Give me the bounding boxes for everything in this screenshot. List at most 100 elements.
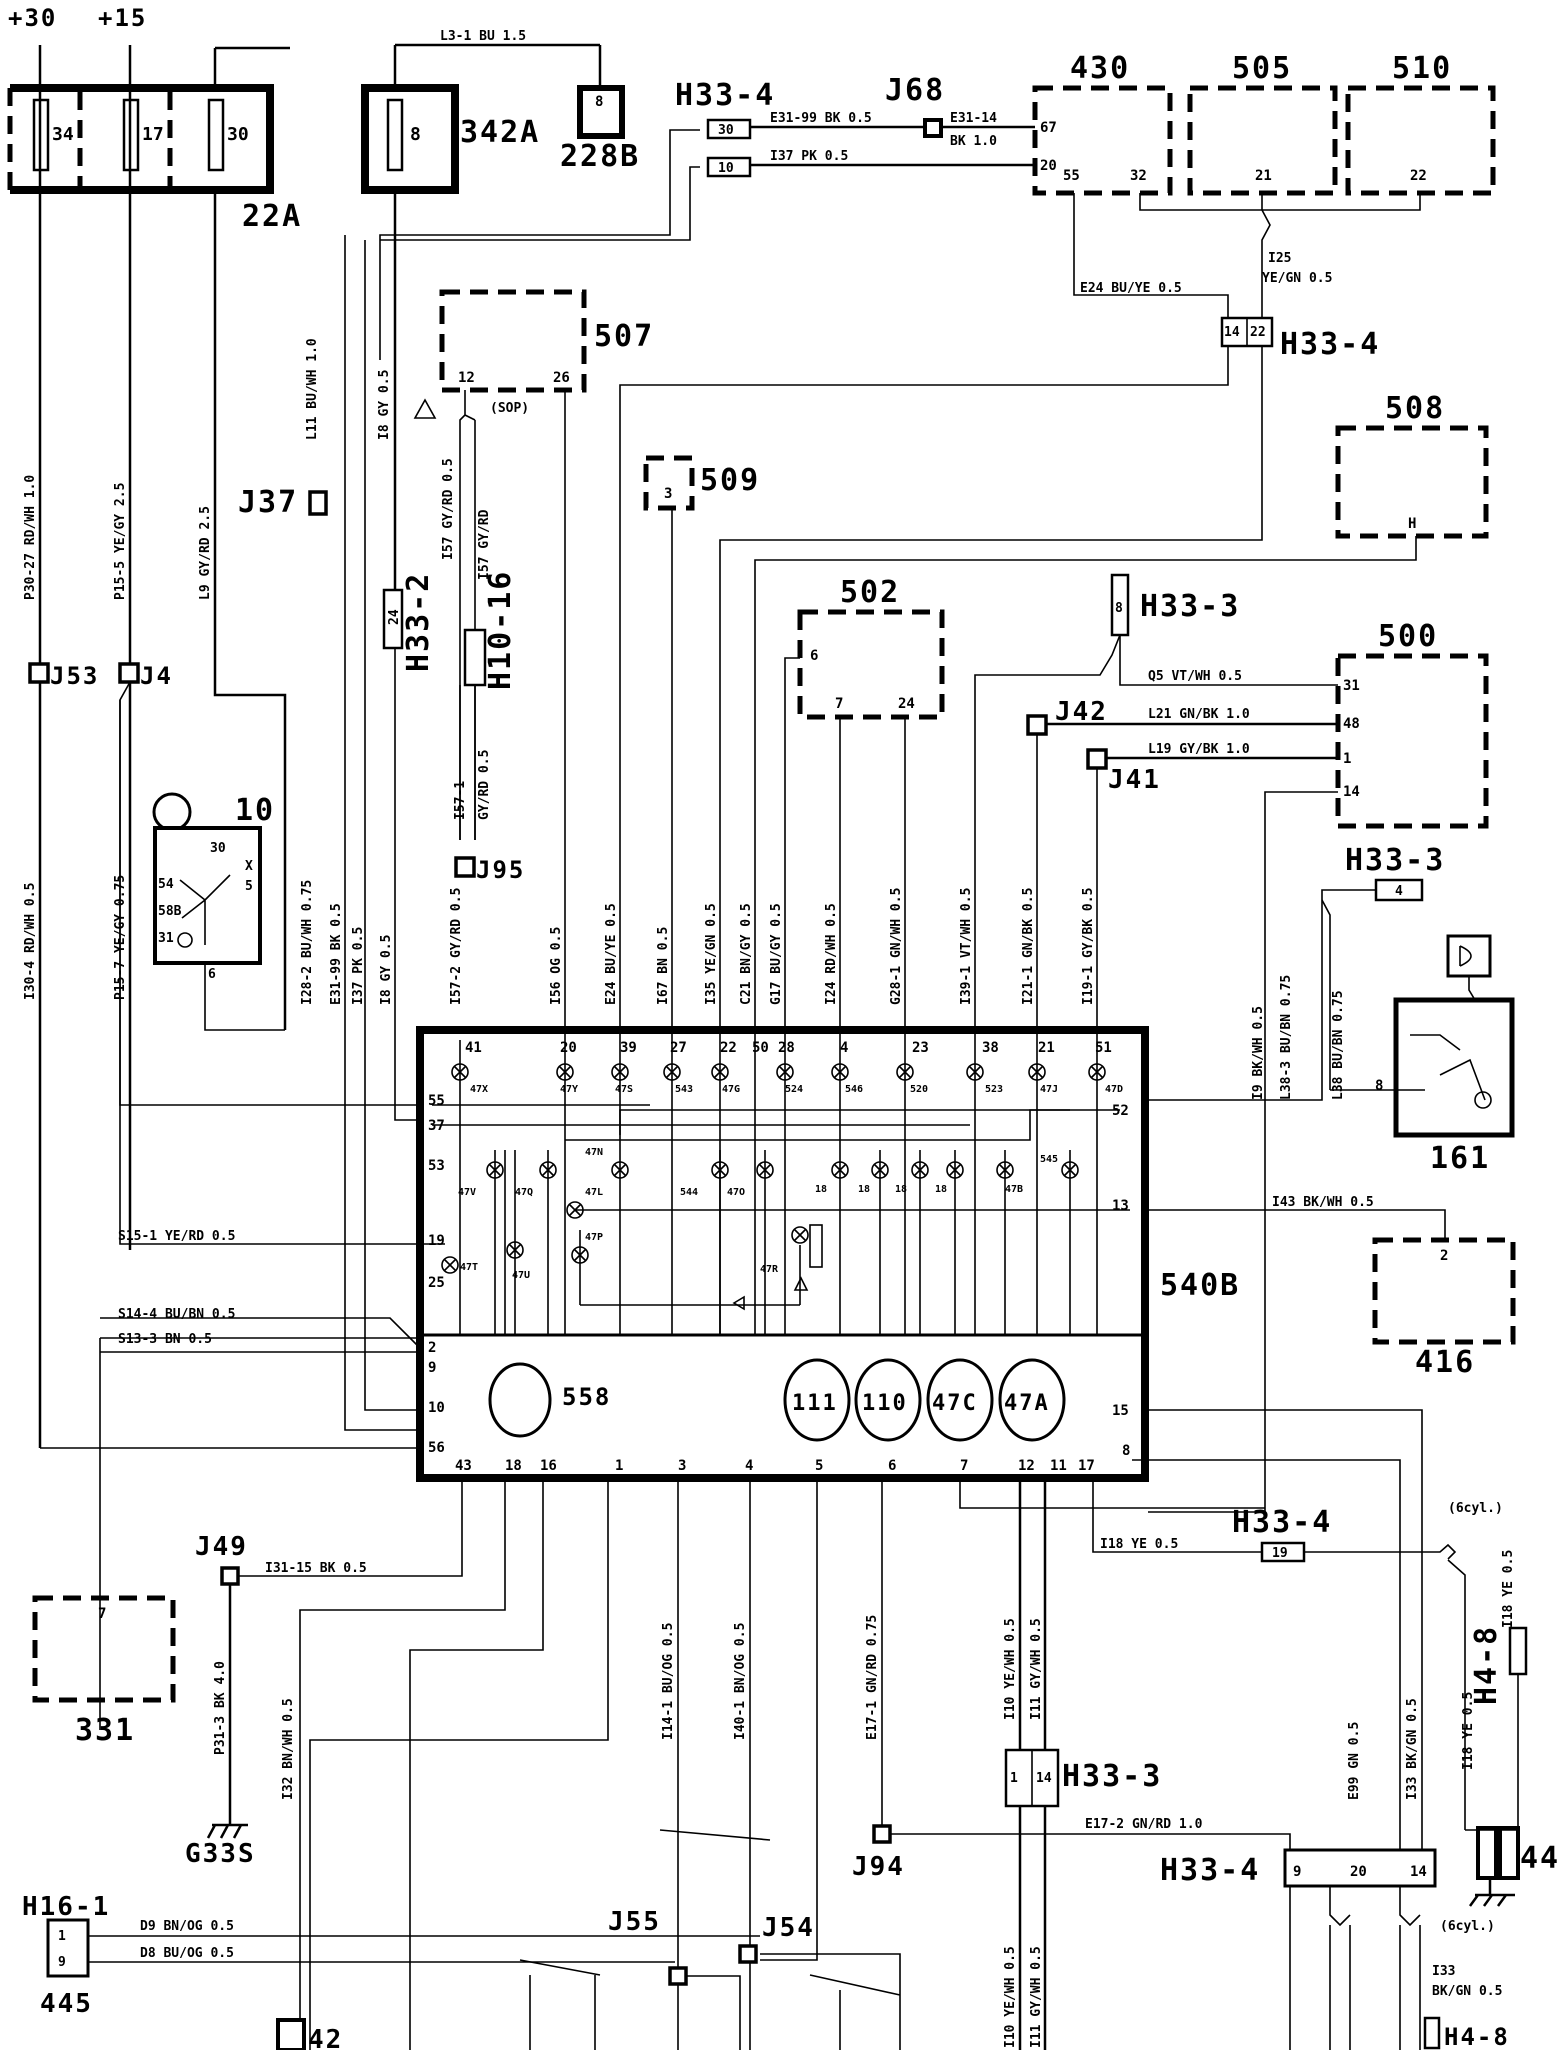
component-416-pin: 2 [1440, 1248, 1448, 1264]
connector-j95-label: J95 [476, 856, 525, 884]
connector-h33-3-right: 4 H33-3 [1345, 843, 1445, 902]
lamp-18a: 18 [815, 1161, 849, 1195]
lamp-545-label: 545 [1040, 1154, 1058, 1165]
component-10-ignition-switch: 10 30 X 54 58B 31 5 6 [152, 792, 273, 982]
lamp-47s-label: 47S [615, 1084, 633, 1095]
cluster-left-pin-25: 25 [428, 1275, 445, 1291]
connector-j37-label: J37 [238, 485, 298, 520]
component-507-pin-26: 26 [553, 370, 570, 386]
component-430-pin-67: 67 [1040, 120, 1057, 136]
component-42-label: 42 [308, 2025, 343, 2050]
component-331-pin: 7 [98, 1606, 106, 1622]
component-502-pin-6: 6 [810, 648, 818, 664]
cluster-bottom-pin-5: 5 [815, 1458, 823, 1474]
connector-h4-8: H4-8 [1469, 1625, 1528, 1830]
h33-3-low-pin-14: 14 [1036, 1771, 1052, 1786]
wire-g28-1-label: G28-1 GN/WH 0.5 [889, 888, 904, 1005]
wire-i8b-label: I8 GY 0.5 [379, 935, 394, 1005]
wire-i67-label: I67 BN 0.5 [656, 927, 671, 1005]
gauge-47c-label: 47C [932, 1391, 978, 1416]
switch-pin-6: 6 [208, 967, 216, 982]
wire-i33-bot-label: I33 [1432, 1964, 1455, 1979]
connector-h33-4-top: H33-4 30 10 [379, 78, 773, 360]
lamp-47t-label: 47T [460, 1262, 478, 1273]
h33-4-bot-pin-20: 20 [1350, 1864, 1367, 1880]
cluster-top-pin-20: 20 [560, 1040, 577, 1056]
component-500-pin-48: 48 [1343, 716, 1360, 732]
connector-j55 [668, 1966, 688, 1986]
component-500-pin-1: 1 [1343, 751, 1351, 767]
lamp-47q: 47Q [515, 1161, 557, 1198]
wire-l38-label: L38 BU/BN 0.75 [1331, 990, 1346, 1100]
connector-h33-3-right-label: H33-3 [1345, 843, 1445, 878]
component-508: 508 H [1335, 391, 1489, 539]
wire-i31-15-label: I31-15 BK 0.5 [265, 1561, 367, 1576]
wire-bkgn-label: BK/GN 0.5 [1432, 1984, 1502, 1999]
lamp-47x-label: 47X [470, 1084, 488, 1095]
switch-pin-31: 31 [158, 931, 174, 946]
wire-i10-label: I10 YE/WH 0.5 [1003, 1618, 1018, 1720]
cluster-bottom-pin-43: 43 [455, 1458, 472, 1474]
wire-i8-label: I8 GY 0.5 [377, 370, 392, 440]
component-42: 42 [276, 2018, 343, 2050]
cluster-bottom-pin-11: 11 [1050, 1458, 1067, 1474]
cluster-bottom-pin-16: 16 [540, 1458, 557, 1474]
switch-pin-x: X [245, 859, 253, 874]
wire-l11-label: L11 BU/WH 1.0 [305, 338, 320, 440]
cluster-top-pin-27: 27 [670, 1040, 687, 1056]
wire-l21-label: L21 GN/BK 1.0 [1148, 707, 1250, 722]
component-507-note: (SOP) [490, 401, 529, 416]
component-509-label: 509 [700, 463, 760, 498]
h16-1-pin-9: 9 [58, 1955, 66, 1970]
connector-j41-label: J41 [1108, 765, 1161, 795]
component-331-label: 331 [75, 1713, 135, 1748]
component-228b: 8 228B [560, 85, 638, 174]
wire-p15-5-label: P15-5 YE/GY 2.5 [113, 483, 128, 600]
connector-h10-16-label: H10-16 [483, 570, 518, 690]
cluster-top-pin-39: 39 [620, 1040, 637, 1056]
connector-j37 [308, 490, 328, 516]
switch-pin-5: 5 [245, 879, 253, 894]
supply-plus30-label: +30 [8, 4, 57, 32]
wire-i40-1-label: I40-1 BN/OG 0.5 [733, 1623, 748, 1740]
wire-l3-1-label: L3-1 BU 1.5 [440, 29, 526, 44]
cluster-top-pin-23: 23 [912, 1040, 929, 1056]
wire-bot-yewh-label: I10 YE/WH 0.5 [1003, 1946, 1018, 2048]
connector-h33-4-mid-label: H33-4 [1280, 327, 1380, 362]
lamp-47p: 47P [571, 1232, 603, 1264]
lamp-18c: 18 [895, 1161, 929, 1195]
lamp-18d: 18 [935, 1161, 964, 1195]
connector-h16-1-label: H16-1 [22, 1892, 110, 1922]
wire-s14-4-label: S14-4 BU/BN 0.5 [118, 1307, 235, 1322]
gauge-47c: 47C [926, 1358, 994, 1442]
lamp-47g-label: 47G [722, 1084, 740, 1095]
fusebox-22a: 34 17 30 22A [7, 45, 300, 234]
ground-g33s: G33S [185, 1823, 254, 1869]
component-508-pin: H [1408, 516, 1416, 532]
instrument-cluster-540b: 540B 41 20 39 27 22 50 28 4 23 38 21 51 … [416, 1026, 1238, 1482]
component-507-label: 507 [594, 319, 654, 354]
h33-4-top-pin-30: 30 [718, 123, 734, 138]
component-505-pin: 21 [1255, 168, 1272, 184]
lamp-47b-label: 47B [1005, 1184, 1023, 1195]
h33-3-low-pin-1: 1 [1010, 1771, 1018, 1786]
wire-e17-1-label: E17-1 GN/RD 0.75 [865, 1615, 880, 1740]
connector-j54-label: J54 [762, 1913, 815, 1943]
component-416-label: 416 [1415, 1345, 1475, 1380]
connector-h4-8-bot-label: H4-8 [1444, 2023, 1510, 2050]
component-502: 502 6 7 24 [797, 575, 945, 720]
lamp-18b-label: 18 [858, 1184, 870, 1195]
connector-j94-label: J94 [852, 1852, 905, 1882]
connector-h33-2: 24 H33-2 [382, 572, 436, 672]
connector-h33-4-low-label: H33-4 [1232, 1505, 1332, 1540]
wire-i57a-label: I57 GY/RD 0.5 [441, 458, 456, 560]
component-228b-pin: 8 [595, 94, 603, 110]
h16-1-pin-1: 1 [58, 1929, 66, 1944]
wire-l9-label: L9 GY/RD 2.5 [198, 506, 213, 600]
connector-h10-16: H10-16 [463, 570, 518, 690]
component-331: 7 331 [32, 1595, 176, 1748]
connector-j42 [1026, 714, 1048, 736]
lamp-545: 545 [1040, 1154, 1079, 1179]
wire-s15-1-label: S15-1 YE/RD 0.5 [118, 1229, 235, 1244]
cluster-left-pin-37: 37 [428, 1118, 445, 1134]
